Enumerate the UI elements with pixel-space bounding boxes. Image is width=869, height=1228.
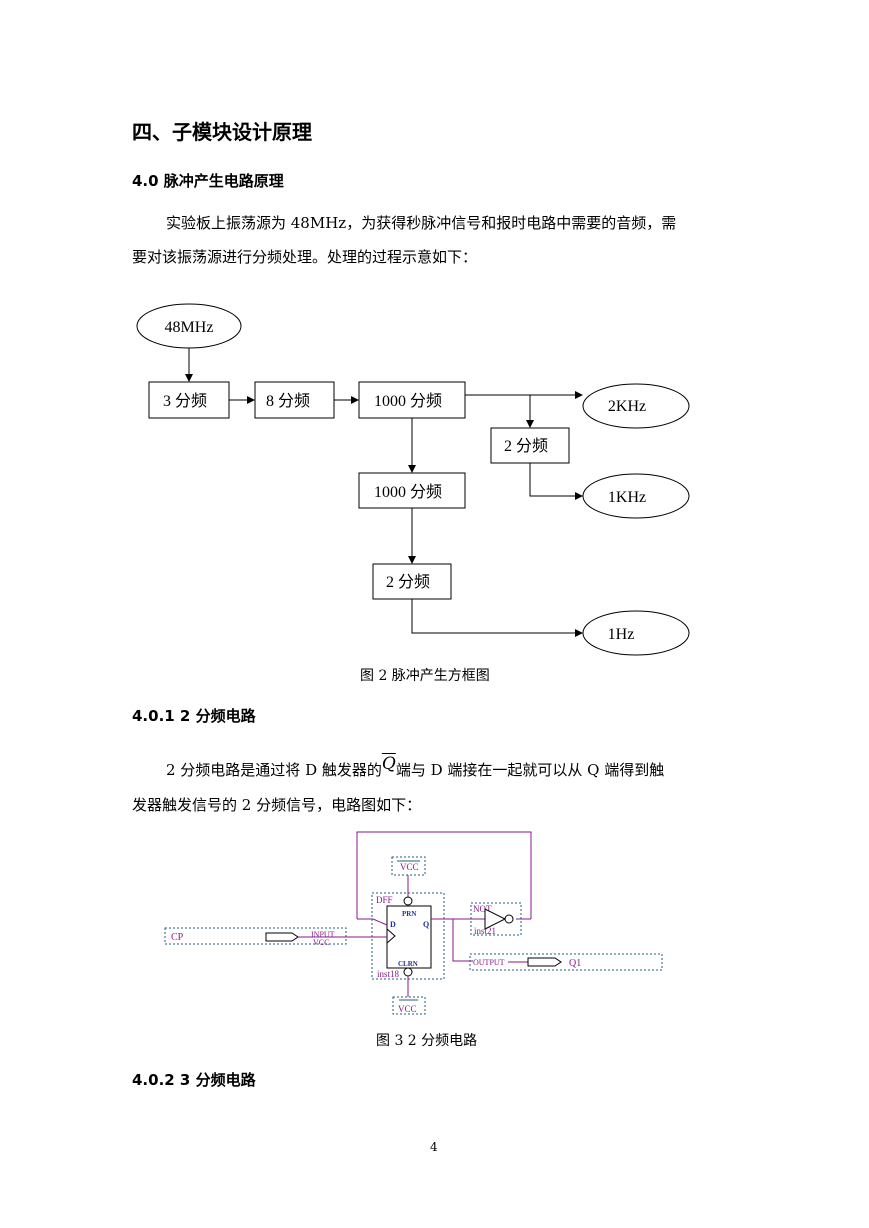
prn-bubble — [403, 896, 413, 906]
subsection-title-4-0: 4.0 脉冲产生电路原理 — [132, 172, 284, 190]
not-label: NOT — [473, 904, 492, 914]
wire — [452, 919, 473, 962]
output-label: OUTPUT — [473, 958, 505, 967]
page-number: 4 — [430, 1140, 438, 1154]
figure-2-caption: 图 2 脉冲产生方框图 — [360, 668, 490, 684]
div1000b-block — [358, 472, 466, 509]
vcc-top-label: VCC — [400, 862, 419, 872]
not-gate-symbol — [484, 908, 507, 930]
vcc-top-box — [391, 856, 426, 876]
section-title: 四、子模块设计原理 — [132, 120, 312, 144]
paragraph-line: 2 分频电路是通过将 D 触发器的Q端与 D 端接在一起就可以从 Q 端得到触 — [166, 754, 665, 785]
div3-label: 3 分频 — [163, 392, 207, 410]
vcc-bottom-box — [392, 996, 426, 1015]
output-pin-box — [469, 953, 663, 971]
subsection-title-4-0-2: 4.0.2 3 分频电路 — [132, 1071, 256, 1089]
output-1hz-label: 1Hz — [608, 626, 635, 643]
vcc-bottom-label: VCC — [398, 1004, 417, 1014]
div8-block — [254, 381, 335, 419]
q1-label: Q1 — [569, 958, 581, 969]
figure-3-caption: 图 3 2 分频电路 — [376, 1033, 478, 1049]
clock-triangle — [386, 928, 396, 944]
paragraph-line: 发器触发信号的 2 分频信号，电路图如下： — [132, 796, 422, 814]
div2a-label: 2 分频 — [504, 437, 548, 455]
paragraph-line: 实验板上振荡源为 48MHz，为获得秒脉冲信号和报时电路中需要的音频，需 — [166, 214, 677, 232]
wire — [372, 918, 388, 926]
cp-label: CP — [171, 932, 184, 943]
input-pin-box — [164, 927, 347, 945]
input-vcc-label: VCC — [313, 938, 329, 947]
source-label: 48MHz — [165, 319, 214, 336]
div1000b-label: 1000 分频 — [374, 483, 442, 501]
arrow — [529, 463, 583, 500]
div2b-label: 2 分频 — [386, 573, 430, 591]
div3-block — [148, 381, 230, 419]
pulse-block-diagram: 48MHz 3 分频 8 分频 1000 分频 2KHz 2 分频 1KHz 1… — [136, 303, 690, 656]
paragraph-line: 要对该振荡源进行分频处理。处理的过程示意如下： — [132, 248, 478, 266]
div8-label: 8 分频 — [266, 392, 310, 410]
divide-by-2-circuit: VCC DFF PRN D Q CLRN inst18 VCC NOT inst… — [164, 831, 663, 1015]
prn-pin-label: PRN — [402, 910, 416, 918]
arrow — [411, 599, 583, 637]
dff-instance-label: inst18 — [377, 969, 400, 979]
subsection-title-4-0-1: 4.0.1 2 分频电路 — [132, 707, 256, 725]
not-outline — [470, 902, 522, 936]
clrn-bubble — [403, 967, 413, 977]
dff-label: DFF — [376, 895, 393, 905]
output-2khz-label: 2KHz — [608, 398, 646, 415]
q-bar-symbol: Q — [381, 754, 396, 774]
div1000a-label: 1000 分频 — [374, 392, 442, 410]
clrn-pin-label: CLRN — [398, 960, 418, 968]
output-2khz-node — [582, 383, 690, 429]
input-label: INPUT — [311, 930, 335, 939]
d-pin-label: D — [390, 920, 396, 929]
q-pin-label: Q — [423, 920, 429, 929]
paragraph-text: 2 分频电路是通过将 D 触发器的 — [166, 761, 382, 779]
div1000a-block — [358, 381, 466, 419]
paragraph-text: 端与 D 端接在一起就可以从 Q 端得到触 — [395, 761, 665, 779]
input-pin-symbol — [265, 932, 299, 942]
output-pin-symbol — [527, 957, 562, 967]
feedback-wire — [356, 831, 532, 919]
not-bubble — [504, 914, 514, 924]
output-1khz-node — [582, 473, 690, 519]
output-1hz-node — [582, 610, 690, 656]
not-instance-label: inst21 — [474, 926, 496, 936]
output-1khz-label: 1KHz — [608, 489, 646, 506]
